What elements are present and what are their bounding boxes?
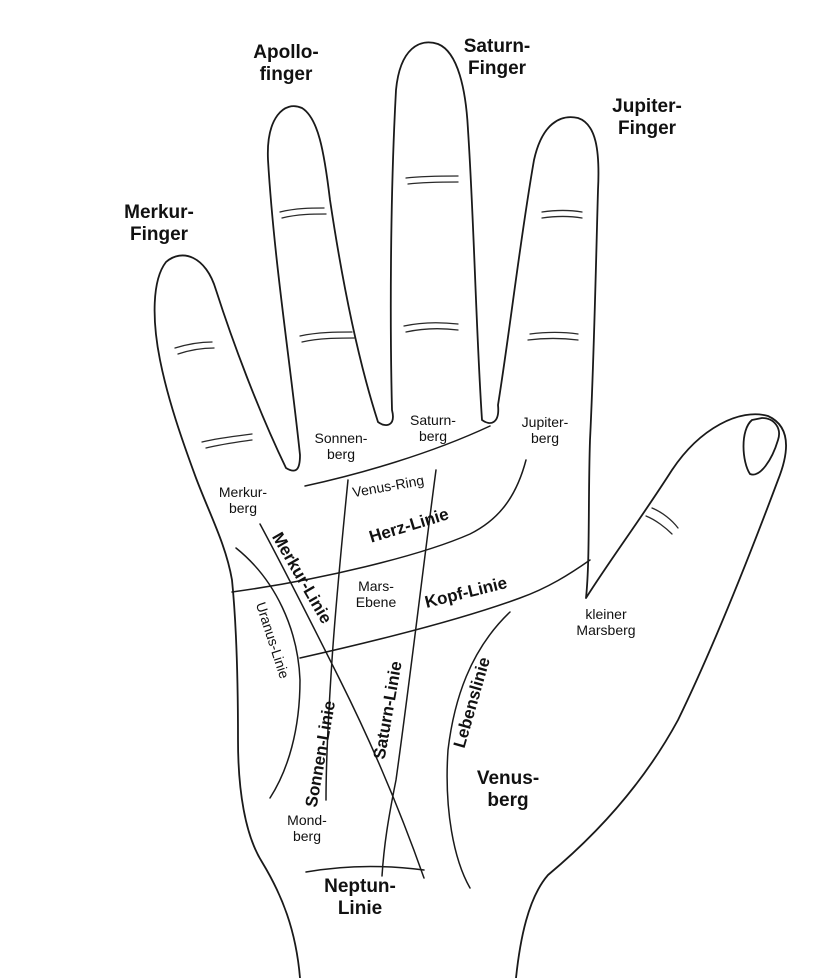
crease-merkur-1 [201, 433, 253, 443]
label-mondberg-line2: berg [292, 828, 322, 845]
label-sonnenberg-line2: berg [326, 446, 356, 463]
crease-merkur-4 [177, 347, 215, 355]
label-saturn-finger-line2: Finger [467, 57, 527, 79]
label-merkur-finger-line1: Merkur- [124, 202, 194, 223]
crease-thumb-2 [645, 515, 673, 535]
label-mars-ebene-line1: Mars- [358, 578, 394, 594]
label-saturn-finger: Saturn- Finger [442, 36, 552, 80]
crease-apollo-3 [279, 207, 325, 213]
venus-ring-line [304, 425, 491, 487]
label-jupiterberg-line2: berg [530, 430, 560, 447]
crease-thumb-1 [651, 507, 679, 529]
saturn-linie-line [381, 469, 437, 877]
label-apollo-finger: Apollo- finger [236, 42, 336, 86]
label-mondberg: Mond- berg [272, 812, 342, 844]
merkur-linie-line [259, 523, 425, 879]
label-kleiner-marsberg-line2: Marsberg [576, 622, 636, 639]
herz-linie-line [231, 459, 527, 593]
label-jupiter-finger-line2: Finger [617, 117, 677, 139]
label-apollo-finger-line1: Apollo- [253, 42, 319, 63]
label-saturnberg: Saturn- berg [392, 412, 474, 444]
crease-saturn-3 [405, 175, 459, 179]
label-jupiter-finger-line1: Jupiter- [612, 96, 682, 117]
label-jupiterberg: Jupiter- berg [502, 414, 588, 446]
label-merkurberg: Merkur- berg [200, 484, 286, 516]
label-saturnberg-line2: berg [418, 428, 448, 445]
label-venusberg-line1: Venus- [476, 768, 540, 789]
label-sonnenberg-line1: Sonnen- [314, 430, 368, 446]
label-mars-ebene: Mars- Ebene [336, 578, 416, 610]
kopf-linie-line [299, 559, 591, 659]
label-apollo-finger-line2: finger [259, 63, 313, 85]
label-kleiner-marsberg-line1: kleiner [585, 606, 627, 622]
label-mars-ebene-line2: Ebene [355, 594, 397, 611]
label-venusberg-line2: berg [487, 789, 529, 811]
crease-jupiter-2 [527, 337, 579, 341]
lebenslinie-line [446, 611, 511, 889]
crease-merkur-2 [205, 439, 253, 449]
label-merkur-finger: Merkur- Finger [104, 202, 214, 246]
label-neptun-linie-line2: Linie [337, 897, 383, 919]
label-neptun-linie-line1: Neptun- [324, 876, 396, 897]
crease-saturn-4 [407, 181, 459, 185]
neptun-linie-line [305, 865, 425, 873]
label-merkur-finger-line2: Finger [129, 223, 189, 245]
crease-jupiter-3 [541, 209, 583, 213]
uranus-linie-line [235, 547, 301, 799]
hand-outline [153, 41, 787, 978]
crease-merkur-3 [174, 341, 213, 349]
label-jupiterberg-line1: Jupiter- [521, 414, 569, 430]
crease-apollo-4 [281, 213, 327, 219]
label-kleiner-marsberg: kleiner Marsberg [556, 606, 656, 638]
label-venusberg: Venus- berg [458, 768, 558, 812]
thumbnail [742, 417, 780, 476]
label-merkurberg-line1: Merkur- [218, 484, 268, 500]
crease-jupiter-4 [541, 215, 583, 219]
sonnen-linie-line [325, 479, 349, 801]
crease-apollo-1 [299, 331, 353, 337]
label-sonnenberg: Sonnen- berg [296, 430, 386, 462]
label-saturnberg-line1: Saturn- [410, 412, 456, 428]
crease-saturn-1 [403, 322, 459, 327]
label-saturn-finger-line1: Saturn- [463, 36, 531, 57]
label-neptun-linie: Neptun- Linie [310, 876, 410, 920]
label-jupiter-finger: Jupiter- Finger [592, 96, 702, 140]
label-mondberg-line1: Mond- [287, 812, 327, 828]
crease-apollo-2 [301, 337, 355, 343]
crease-jupiter-1 [529, 331, 579, 335]
label-merkurberg-line2: berg [228, 500, 258, 517]
crease-saturn-2 [405, 328, 459, 333]
